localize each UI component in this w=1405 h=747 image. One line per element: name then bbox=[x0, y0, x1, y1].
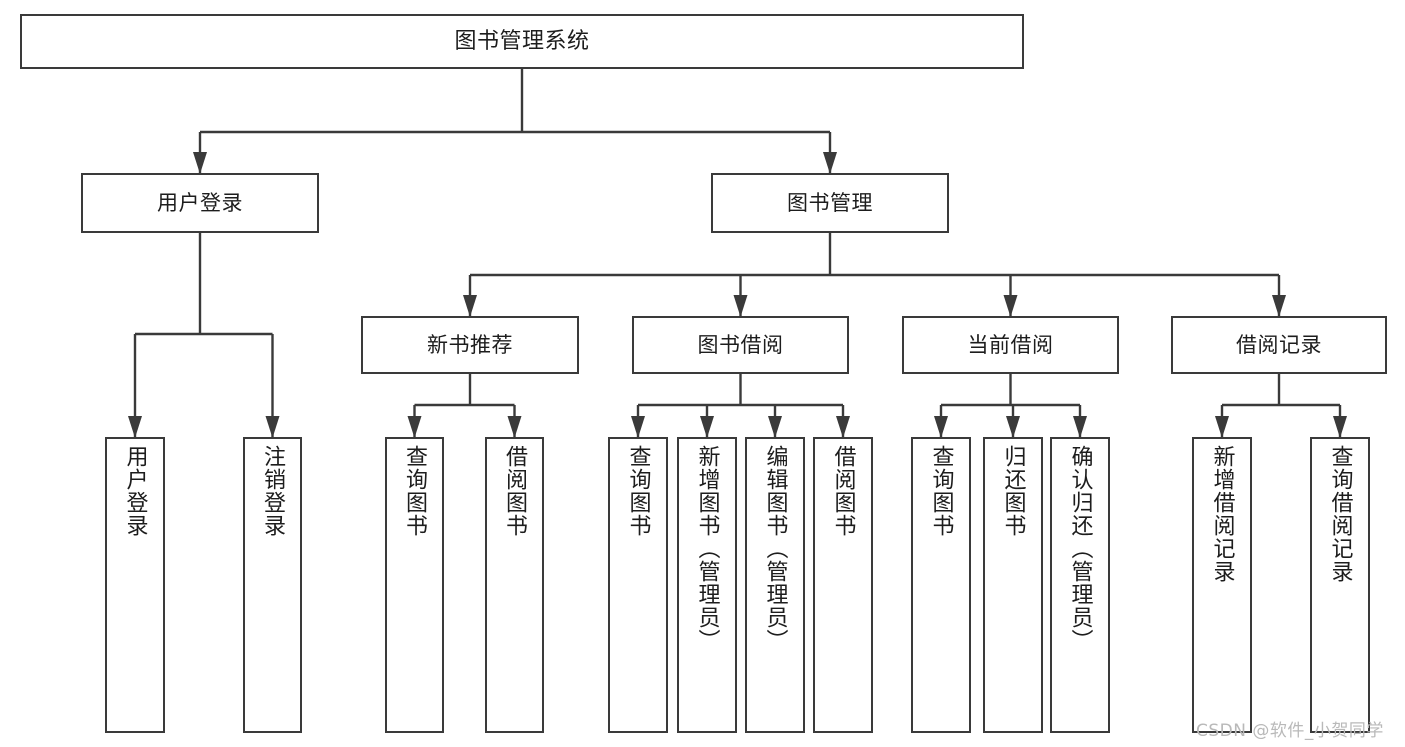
node-label: 借阅图书 bbox=[830, 445, 856, 537]
node-label: 确认归还（管理员） bbox=[1067, 445, 1093, 652]
node-leaf-edit-book-admin[interactable]: 编辑图书（管理员） bbox=[745, 437, 805, 733]
node-leaf-add-borrow-record[interactable]: 新增借阅记录 bbox=[1192, 437, 1252, 733]
node-label: 图书管理系统 bbox=[454, 28, 590, 54]
node-user-login[interactable]: 用户登录 bbox=[81, 173, 319, 233]
node-current-borrow[interactable]: 当前借阅 bbox=[902, 316, 1119, 374]
node-root-system[interactable]: 图书管理系统 bbox=[20, 14, 1024, 69]
node-label: 新增借阅记录 bbox=[1209, 445, 1235, 583]
node-label: 图书管理 bbox=[787, 190, 873, 215]
node-label: 用户登录 bbox=[122, 445, 148, 537]
node-label: 当前借阅 bbox=[967, 332, 1054, 357]
node-book-borrow[interactable]: 图书借阅 bbox=[632, 316, 849, 374]
node-leaf-user-login[interactable]: 用户登录 bbox=[105, 437, 165, 733]
watermark: CSDN @软件_小贺同学 bbox=[1196, 721, 1384, 741]
node-book-management[interactable]: 图书管理 bbox=[711, 173, 949, 233]
node-new-book-recommendation[interactable]: 新书推荐 bbox=[361, 316, 579, 374]
node-label: 归还图书 bbox=[1000, 445, 1026, 537]
node-label: 图书借阅 bbox=[697, 332, 784, 357]
node-label: 借阅图书 bbox=[502, 445, 528, 537]
node-borrow-record[interactable]: 借阅记录 bbox=[1171, 316, 1387, 374]
node-label: 新书推荐 bbox=[427, 332, 513, 357]
node-leaf-query-book-borrow[interactable]: 查询图书 bbox=[608, 437, 668, 733]
node-leaf-logout[interactable]: 注销登录 bbox=[243, 437, 302, 733]
node-leaf-borrow-book[interactable]: 借阅图书 bbox=[813, 437, 873, 733]
node-leaf-add-book-admin[interactable]: 新增图书（管理员） bbox=[677, 437, 737, 733]
node-label: 查询借阅记录 bbox=[1327, 445, 1353, 583]
node-label: 借阅记录 bbox=[1236, 332, 1322, 357]
node-label: 查询图书 bbox=[928, 445, 954, 537]
node-label: 用户登录 bbox=[157, 190, 243, 215]
node-leaf-confirm-return-admin[interactable]: 确认归还（管理员） bbox=[1050, 437, 1110, 733]
node-label: 新增图书（管理员） bbox=[694, 445, 720, 652]
node-leaf-query-book-rec[interactable]: 查询图书 bbox=[385, 437, 444, 733]
node-leaf-borrow-book-rec[interactable]: 借阅图书 bbox=[485, 437, 544, 733]
node-label: 编辑图书（管理员） bbox=[762, 445, 788, 652]
node-label: 查询图书 bbox=[402, 445, 428, 537]
node-label: 注销登录 bbox=[260, 445, 286, 537]
node-label: 查询图书 bbox=[625, 445, 651, 537]
node-leaf-query-borrow-record[interactable]: 查询借阅记录 bbox=[1310, 437, 1370, 733]
node-leaf-return-book[interactable]: 归还图书 bbox=[983, 437, 1043, 733]
node-leaf-query-book-current[interactable]: 查询图书 bbox=[911, 437, 971, 733]
